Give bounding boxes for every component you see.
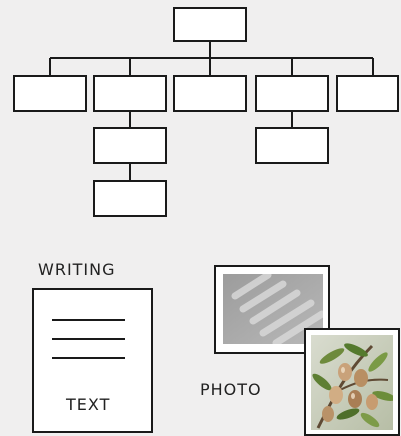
photo-label: PHOTO (200, 380, 262, 399)
org-box-level2-d (256, 128, 328, 163)
plant-photo-icon (305, 329, 399, 435)
org-box-level1-d (256, 76, 328, 111)
writing-label: WRITING (38, 260, 116, 279)
org-box-level1-e (337, 76, 398, 111)
org-box-level1-c (174, 76, 246, 111)
org-chart (14, 8, 398, 216)
org-box-root (174, 8, 246, 41)
text-label: TEXT (66, 395, 110, 414)
org-box-level1-a (14, 76, 86, 111)
org-box-level1-b (94, 76, 166, 111)
org-box-level3-b (94, 181, 166, 216)
org-box-level2-b (94, 128, 166, 163)
